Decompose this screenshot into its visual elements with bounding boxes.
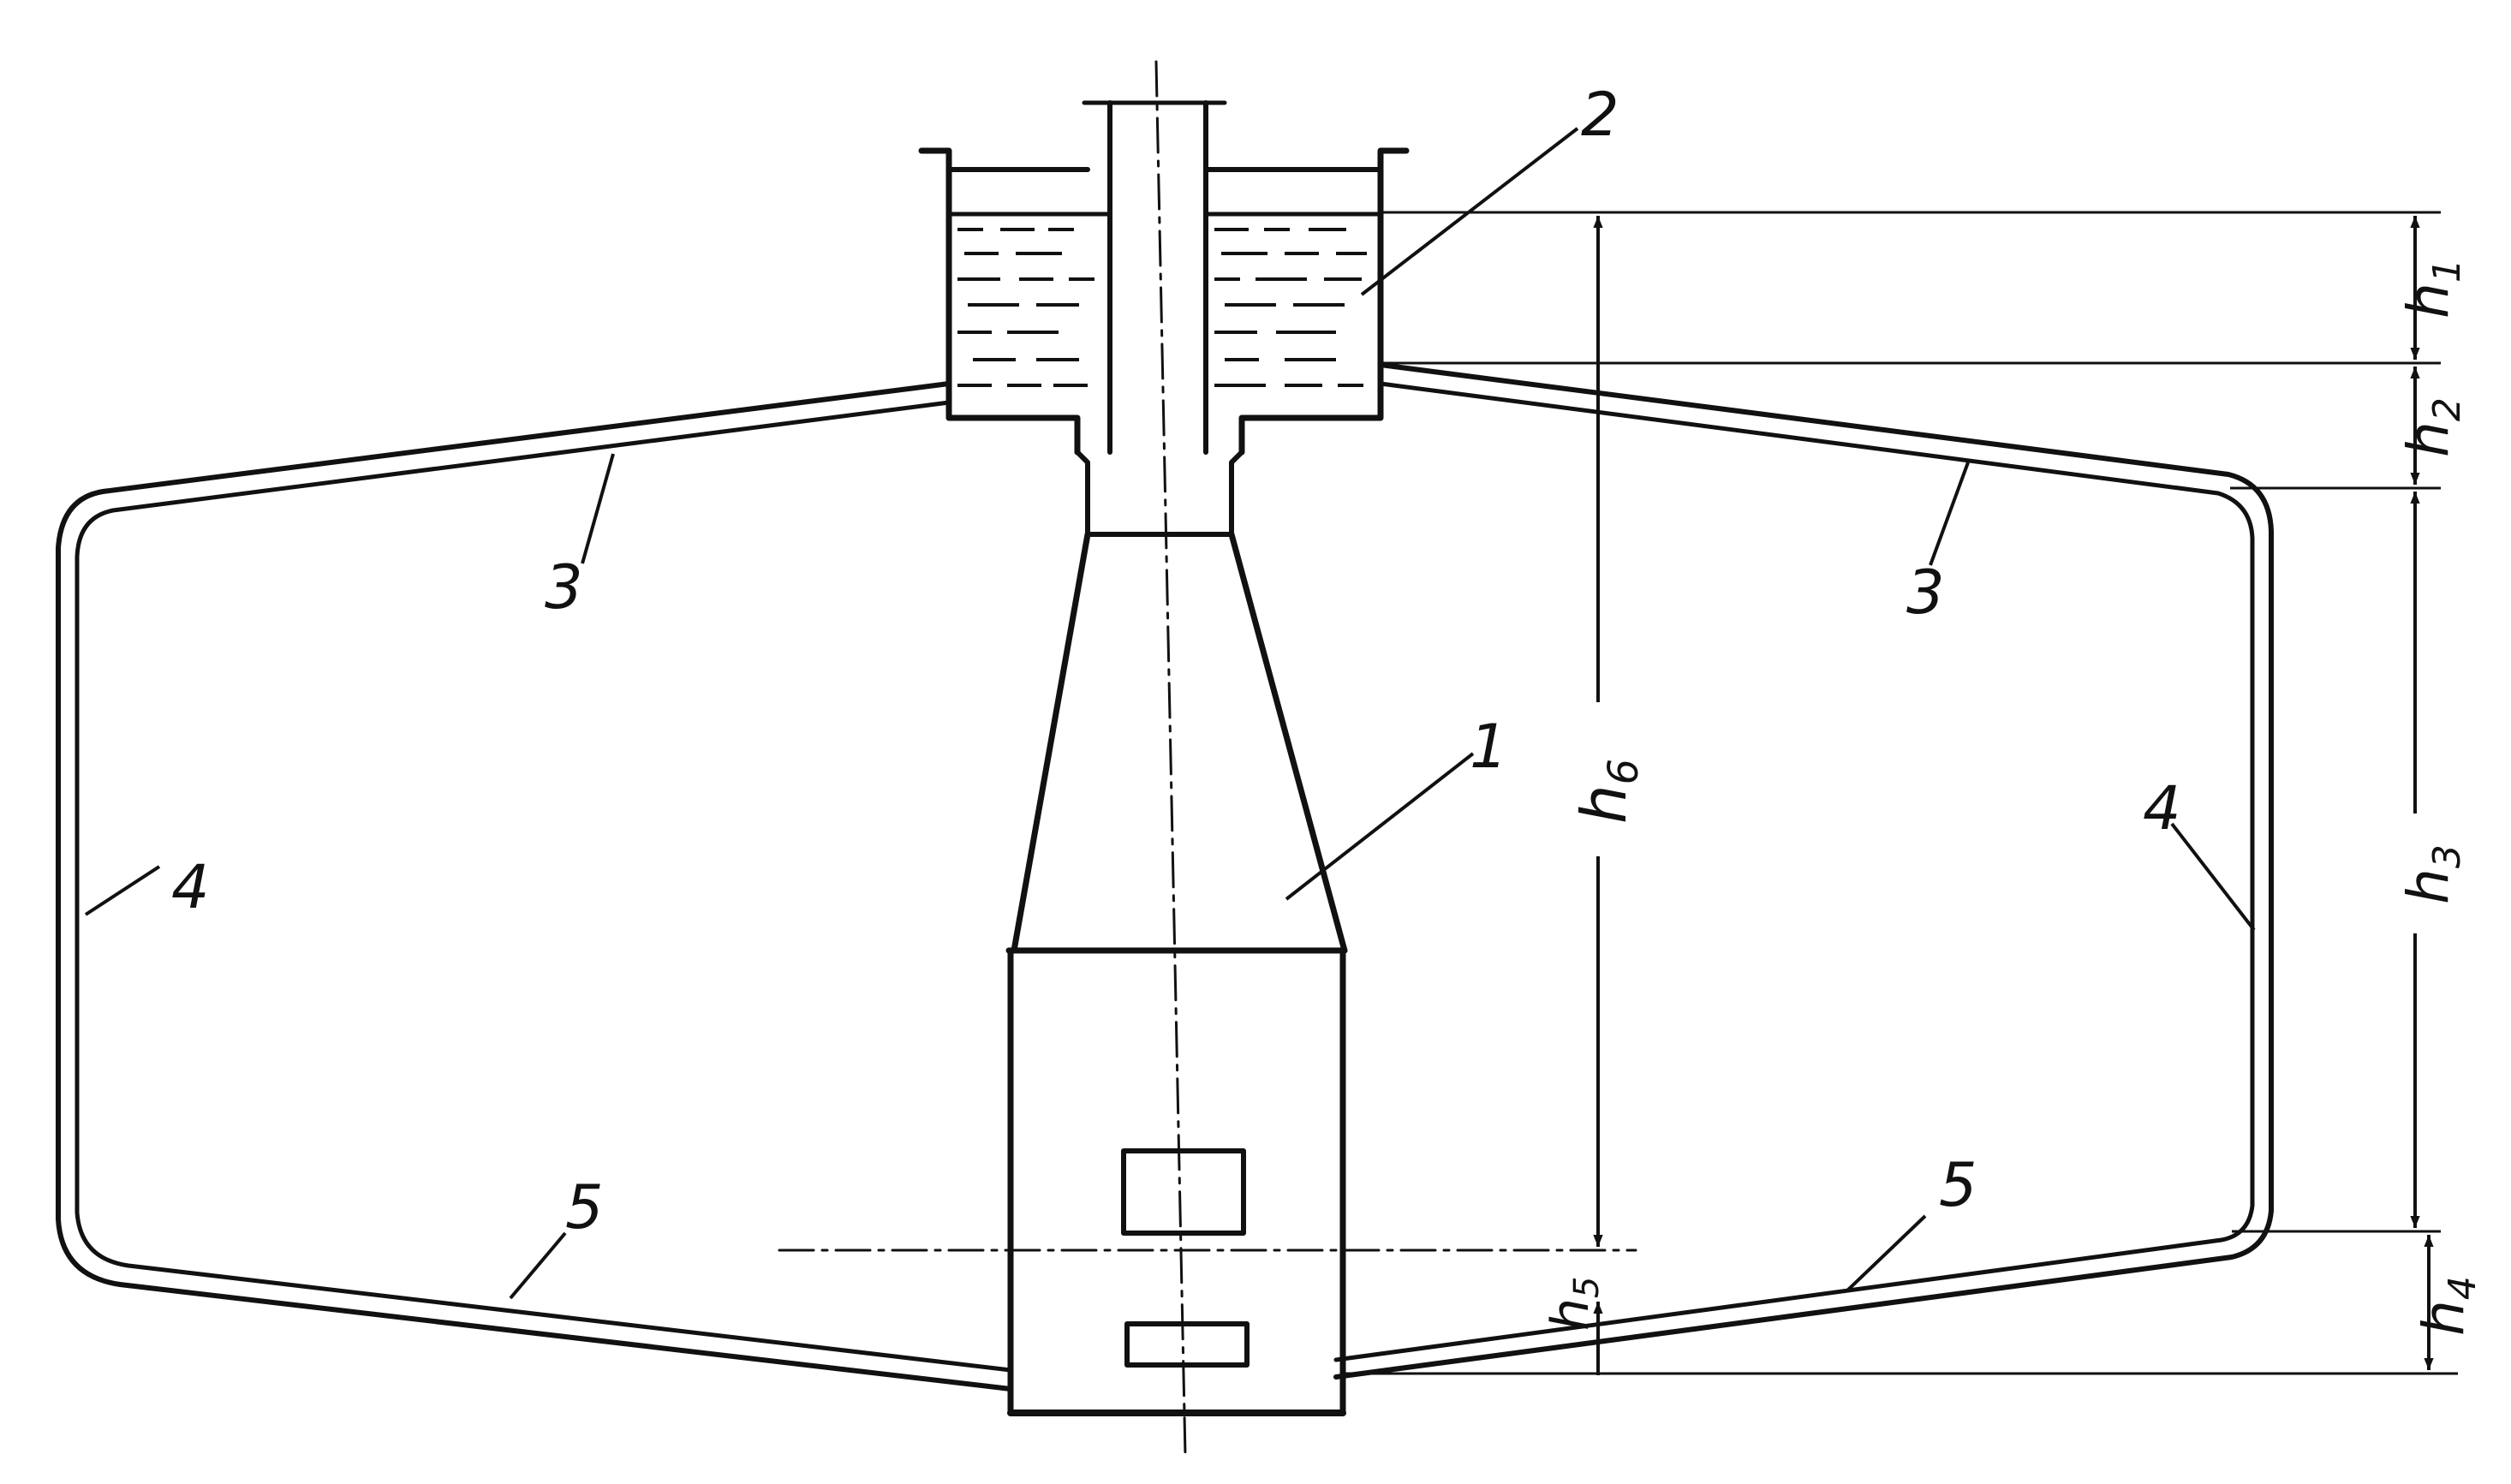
svg-text:h5: h5	[1541, 1277, 1607, 1331]
part-label-4-right: 4	[2143, 773, 2181, 843]
part-label-3-left: 3	[545, 552, 583, 623]
drum-tank	[918, 147, 1410, 456]
dim-label-h6: h6	[1568, 759, 1648, 824]
extension-lines	[1345, 211, 2458, 1375]
dimension-chain-right	[2410, 216, 2434, 1370]
right-circulation-loop	[1333, 362, 2274, 1380]
part-label-5-right: 5	[1939, 1150, 1977, 1220]
separator-cone	[1005, 531, 1348, 954]
svg-text:h4: h4	[2411, 1276, 2484, 1336]
dim-label-h3-gap	[2398, 814, 2436, 933]
part-label-3-right: 3	[1906, 557, 1945, 628]
svg-text:h3: h3	[2395, 844, 2469, 904]
dim-label-h3: h3	[2395, 844, 2469, 904]
dim-label-h5: h5	[1541, 1277, 1607, 1331]
lower-chamber	[1007, 947, 1346, 1416]
svg-text:h1: h1	[2395, 259, 2469, 319]
left-circulation-loop	[56, 381, 1013, 1392]
dim-label-h1: h1	[2395, 259, 2469, 319]
dim-label-h4: h4	[2411, 1276, 2484, 1336]
part-label-2: 2	[1581, 80, 1619, 150]
part-label-5-left: 5	[565, 1172, 604, 1243]
dim-label-h2: h2	[2395, 397, 2469, 457]
center-axis	[1154, 60, 1187, 1457]
riser-pipe	[1075, 100, 1244, 537]
dim-label-h6-gap	[1576, 702, 1620, 856]
leader-lines	[84, 127, 2256, 1300]
part-label-4-left: 4	[171, 852, 210, 922]
part-label-1: 1	[1470, 712, 1508, 782]
svg-text:h2: h2	[2395, 397, 2469, 457]
svg-text:h6: h6	[1568, 759, 1648, 824]
water-fill	[957, 228, 1367, 387]
